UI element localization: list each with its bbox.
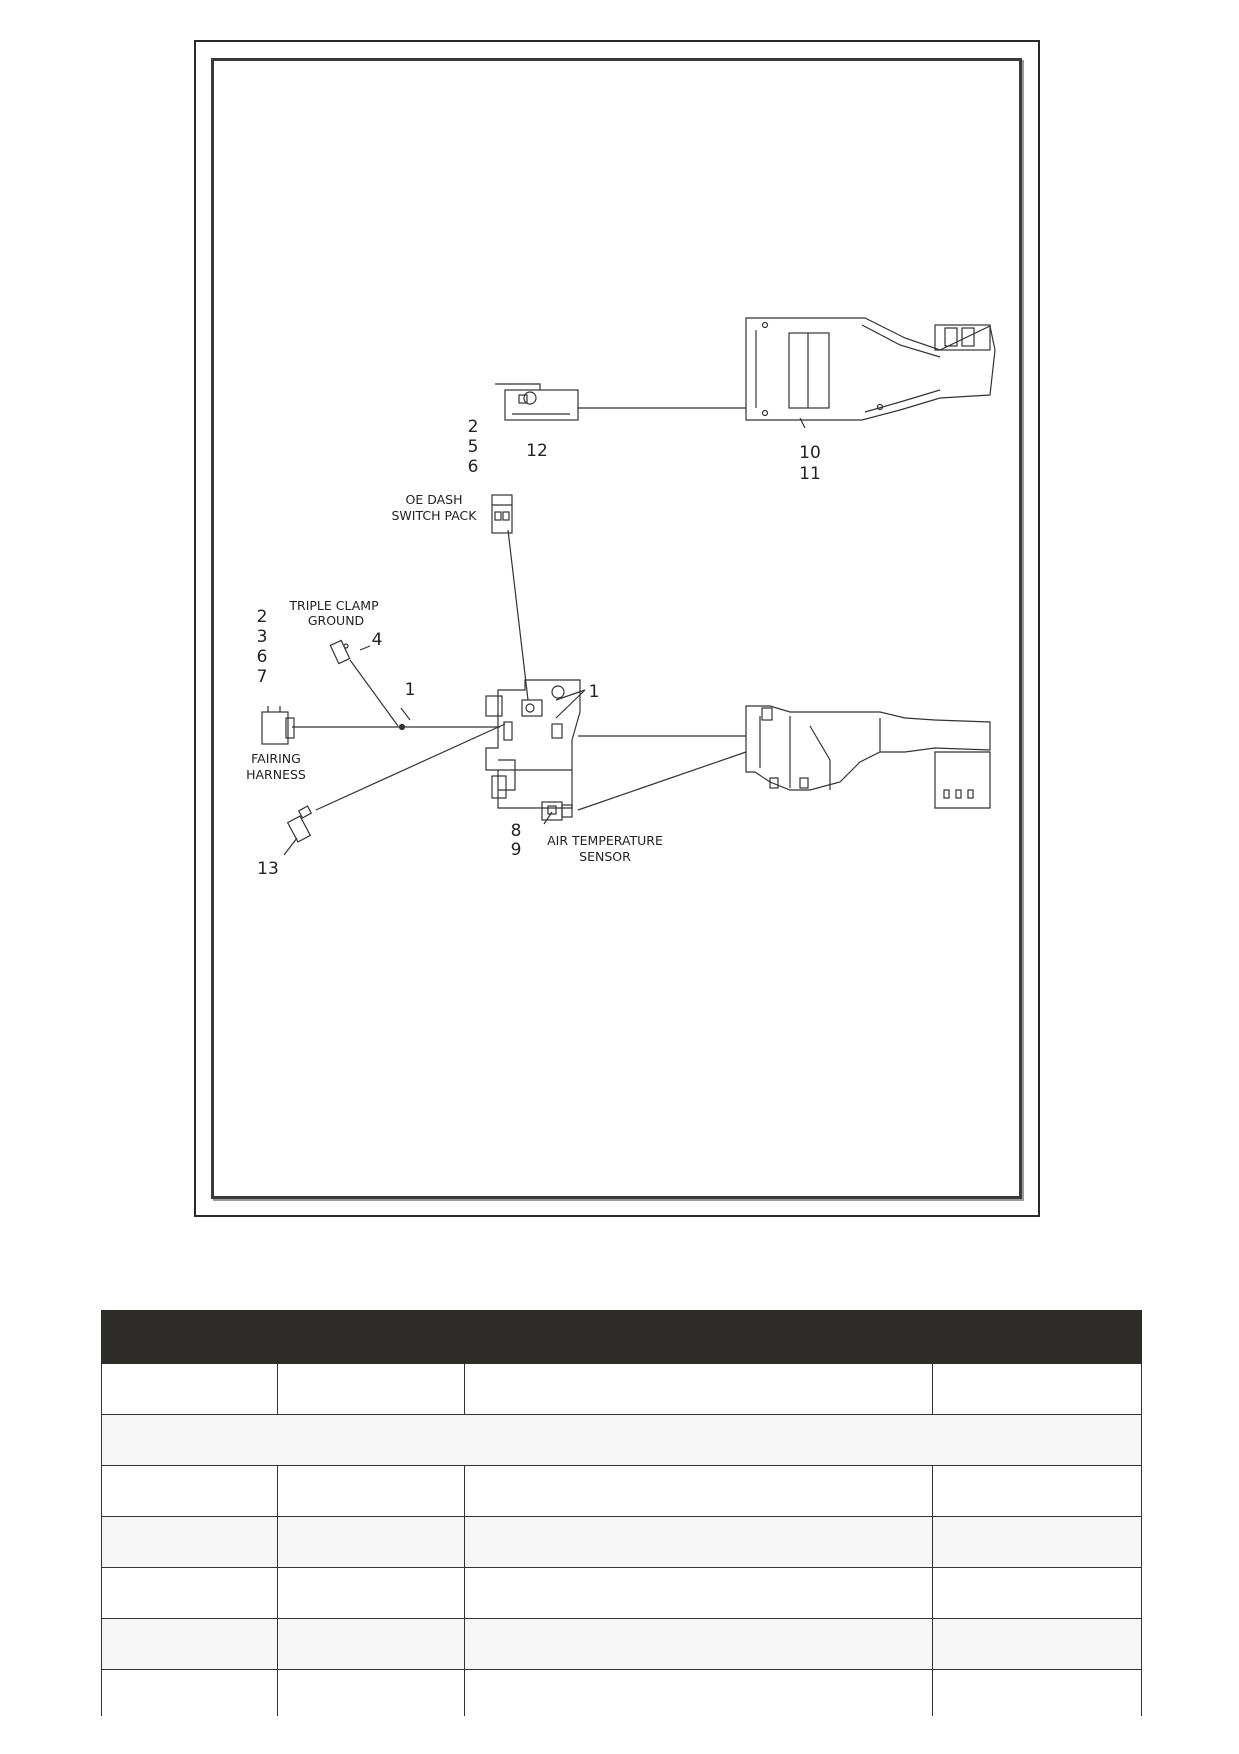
label-triple-clamp-line2: GROUND xyxy=(308,613,364,628)
parts-table xyxy=(101,1310,1142,1716)
callout-left-2: 2 xyxy=(257,607,268,627)
callout-13: 13 xyxy=(257,859,279,879)
table-cell xyxy=(101,1669,278,1716)
wire-item-13 xyxy=(315,723,506,811)
table-cell xyxy=(101,1363,278,1415)
table-cell xyxy=(932,1363,1142,1415)
label-fairing-line1: FAIRING xyxy=(251,751,301,766)
callout-9: 9 xyxy=(511,840,522,860)
callout-4: 4 xyxy=(372,630,383,650)
callout-left-7: 7 xyxy=(257,667,268,687)
label-air-temp-line1: AIR TEMPERATURE xyxy=(547,833,663,848)
callout-top-5: 5 xyxy=(468,437,479,457)
label-oe-dash-line2: SWITCH PACK xyxy=(392,508,478,523)
label-fairing-line2: HARNESS xyxy=(246,767,306,782)
header-cell xyxy=(932,1310,1142,1364)
leader-1-left xyxy=(400,707,411,721)
wire-air-temp xyxy=(577,751,747,811)
table-cell xyxy=(464,1669,933,1716)
table-cell xyxy=(277,1618,465,1670)
callout-top-6: 6 xyxy=(468,457,479,477)
table-row xyxy=(101,1516,1142,1568)
table-cell xyxy=(101,1516,278,1568)
wire-dash-switch xyxy=(507,529,529,701)
callout-12: 12 xyxy=(526,441,548,461)
table-cell xyxy=(932,1516,1142,1568)
connector-12-shape xyxy=(495,383,579,421)
table-cell xyxy=(277,1516,465,1568)
label-triple-clamp-line1: TRIPLE CLAMP xyxy=(288,598,379,613)
label-oe-dash-line1: OE DASH xyxy=(405,492,462,507)
header-cell xyxy=(101,1310,278,1364)
table-cell xyxy=(464,1567,933,1619)
fairing-harness-connector-shape xyxy=(261,706,295,745)
leader-4 xyxy=(359,645,371,651)
splice-point xyxy=(398,723,406,731)
callout-1-right: 1 xyxy=(589,682,600,702)
callout-1-left: 1 xyxy=(405,680,416,700)
table-cell xyxy=(932,1618,1142,1670)
ground-terminal-shape xyxy=(329,639,351,665)
sensor-13-shape xyxy=(286,805,313,843)
table-cell xyxy=(277,1363,465,1415)
table-cell xyxy=(932,1669,1142,1716)
header-cell xyxy=(277,1310,465,1364)
callout-10: 10 xyxy=(799,443,821,463)
table-cell xyxy=(277,1567,465,1619)
table-cell xyxy=(932,1567,1142,1619)
table-header-row xyxy=(101,1310,1142,1364)
wire-triple-clamp-ground xyxy=(349,659,399,727)
oe-dash-connector-shape xyxy=(491,494,513,534)
table-section-row xyxy=(101,1414,1142,1466)
table-row xyxy=(101,1618,1142,1670)
callout-8: 8 xyxy=(511,821,522,841)
table-cell xyxy=(101,1618,278,1670)
callout-top-2: 2 xyxy=(468,417,479,437)
table-cell xyxy=(277,1669,465,1716)
header-cell xyxy=(464,1310,933,1364)
callout-left-3: 3 xyxy=(257,627,268,647)
table-cell xyxy=(277,1465,465,1517)
table-cell xyxy=(464,1465,933,1517)
leader-13 xyxy=(283,837,298,856)
table-cell xyxy=(101,1567,278,1619)
lower-housing-shape xyxy=(745,705,991,809)
callout-11: 11 xyxy=(799,464,821,484)
callout-left-6: 6 xyxy=(257,647,268,667)
table-row xyxy=(101,1567,1142,1619)
central-module-shape xyxy=(485,679,581,809)
air-temp-sensor-shape xyxy=(541,801,573,821)
table-row xyxy=(101,1669,1142,1716)
table-cell xyxy=(464,1618,933,1670)
table-cell xyxy=(464,1516,933,1568)
table-cell xyxy=(101,1465,278,1517)
table-cell xyxy=(932,1465,1142,1517)
label-air-temp-line2: SENSOR xyxy=(579,849,631,864)
table-row xyxy=(101,1363,1142,1415)
table-row xyxy=(101,1465,1142,1517)
section-cell xyxy=(101,1414,1142,1466)
table-cell xyxy=(464,1363,933,1415)
leader-1-right-b xyxy=(555,689,586,719)
diagram-inner-frame xyxy=(211,58,1022,1199)
upper-housing-shape xyxy=(745,317,996,421)
diagram-outer-frame xyxy=(194,40,1040,1217)
